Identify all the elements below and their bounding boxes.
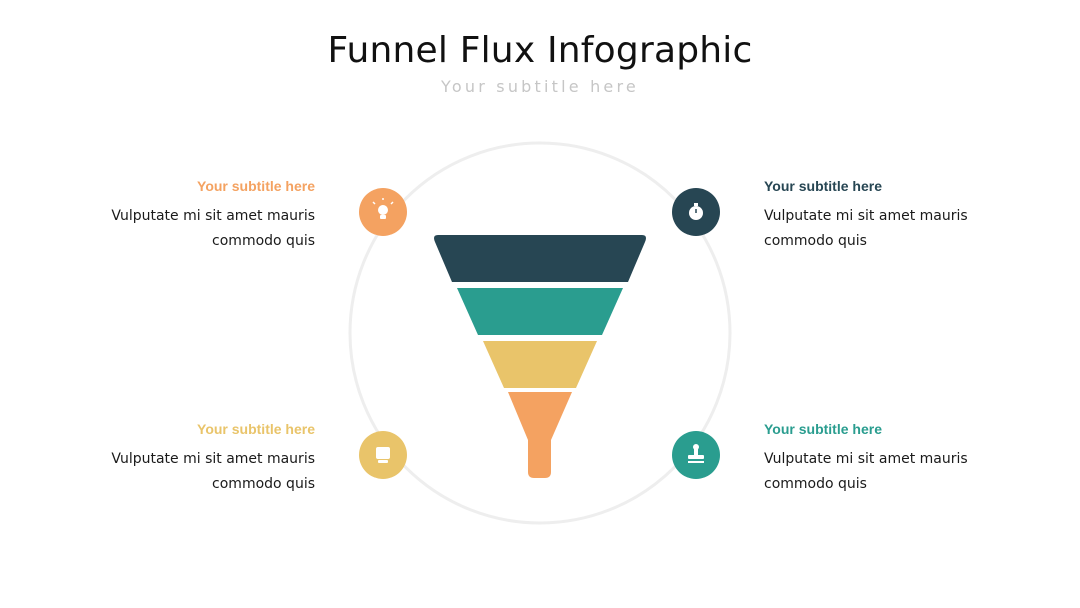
funnel-stage-2 [457, 288, 623, 335]
ring [348, 141, 732, 525]
info-block-bottom-right: Your subtitle here Vulputate mi sit amet… [764, 421, 1024, 497]
block-heading: Your subtitle here [197, 178, 315, 194]
block-text: Vulputate mi sit amet mauris commodo qui… [111, 451, 315, 492]
block-heading: Your subtitle here [764, 421, 882, 437]
funnel-stage-1 [434, 235, 646, 282]
block-text: Vulputate mi sit amet mauris commodo qui… [764, 451, 968, 492]
page-title: Funnel Flux Infographic [327, 30, 753, 71]
info-block-bottom-left: Your subtitle here Vulputate mi sit amet… [55, 421, 315, 497]
stopwatch-icon [672, 188, 720, 236]
funnel-stage-4 [508, 392, 572, 478]
block-text: Vulputate mi sit amet mauris commodo qui… [764, 208, 968, 249]
stamp-icon [672, 431, 720, 479]
lightbulb-icon [359, 188, 407, 236]
info-block-top-left: Your subtitle here Vulputate mi sit amet… [55, 178, 315, 254]
info-block-top-right: Your subtitle here Vulputate mi sit amet… [764, 178, 1024, 254]
block-heading: Your subtitle here [197, 421, 315, 437]
page-subtitle: Your subtitle here [441, 77, 639, 96]
block-text: Vulputate mi sit amet mauris commodo qui… [111, 208, 315, 249]
block-heading: Your subtitle here [764, 178, 882, 194]
monitor-icon [359, 431, 407, 479]
funnel-stage-3 [483, 341, 597, 388]
